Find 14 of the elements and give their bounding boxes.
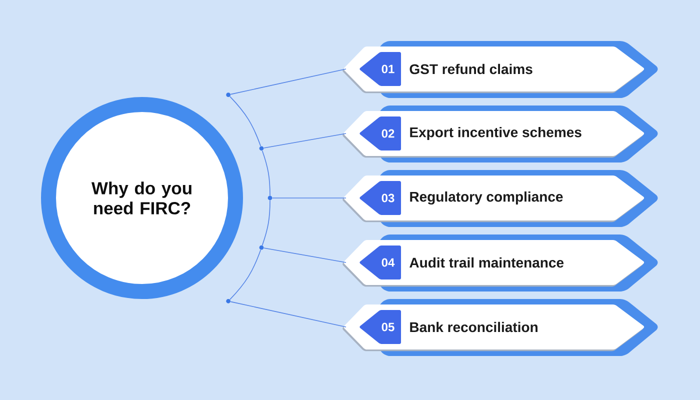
circle-node: Why do you need FIRC? xyxy=(41,97,243,299)
connector-line xyxy=(230,68,346,95)
arc-line xyxy=(262,150,270,196)
step-number: 05 xyxy=(360,310,401,344)
step-number: 01 xyxy=(360,52,401,86)
arc-line xyxy=(230,96,262,147)
step-number: 02 xyxy=(360,116,401,150)
step-number: 03 xyxy=(360,181,401,215)
arc-line xyxy=(230,249,262,300)
arc-line xyxy=(262,200,270,246)
connector-line xyxy=(230,301,346,328)
connector-line xyxy=(263,248,346,263)
connector-line xyxy=(263,133,346,148)
step-number: 04 xyxy=(360,246,401,280)
